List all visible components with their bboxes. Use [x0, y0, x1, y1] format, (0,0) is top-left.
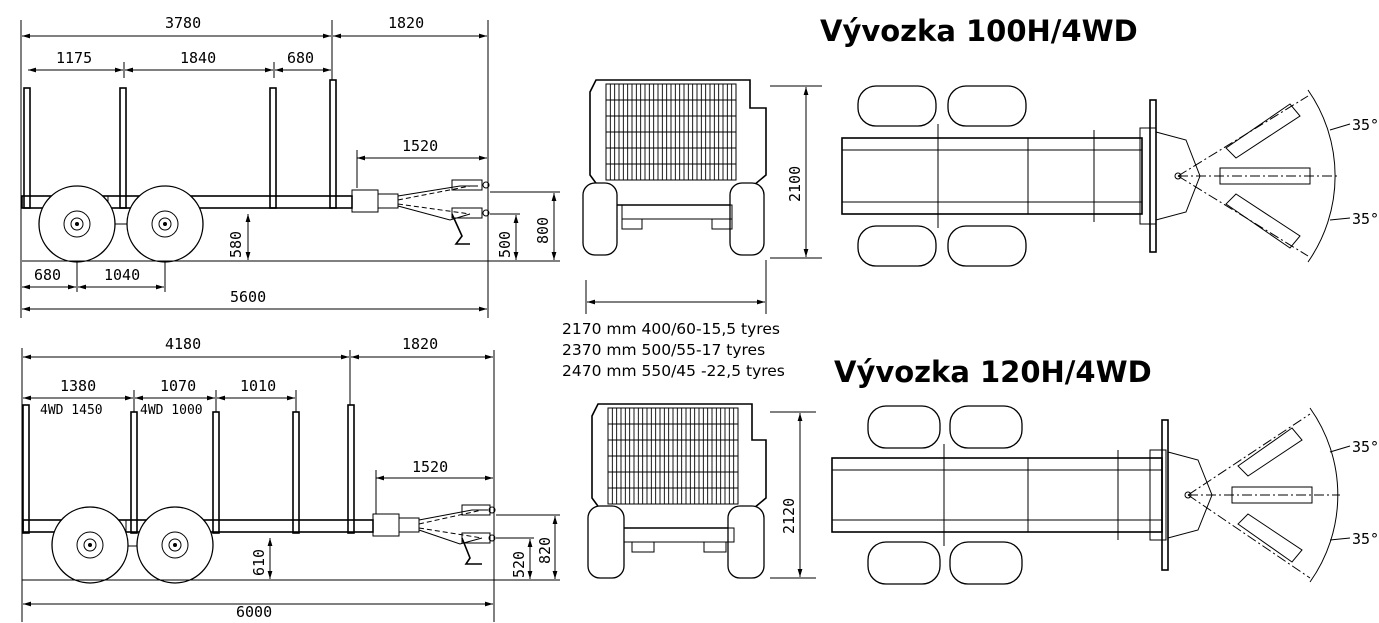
side-view-120h: 4180 1820 1380 1070 1010 4WD 1450 4WD 10… [21, 335, 560, 622]
dim-stake-gap-2: 1840 [180, 49, 216, 67]
plan-view-100h: 35° 35° [841, 85, 1379, 267]
rear-view-120h: 2120 [587, 403, 816, 579]
dim-hitch-height: 500 [496, 231, 514, 258]
dim-bed-height-120: 610 [250, 549, 268, 576]
angle-label-upper: 35° [1352, 116, 1379, 134]
crate-grille [606, 84, 736, 180]
width-line-1: 2170 mm 400/60-15,5 tyres [562, 320, 780, 338]
dim-4wd-2: 4WD 1000 [140, 403, 203, 418]
side-view-100h: 3780 1820 1175 1840 680 1520 [20, 14, 560, 318]
dim-drawbar-120: 1820 [402, 335, 438, 353]
dim-stake-gap-3-120: 1010 [240, 377, 276, 395]
angle-label-lower-120: 35° [1352, 530, 1379, 548]
dim-rear-height-120: 2120 [780, 498, 798, 534]
dim-frame-height: 800 [534, 217, 552, 244]
dim-drawbar: 1820 [388, 14, 424, 32]
dim-wheel-offset: 680 [34, 266, 61, 284]
dim-hitch-reach-120: 1520 [412, 458, 448, 476]
rear-view-100h: 2100 [582, 79, 822, 314]
title-120h: Vývozka 120H/4WD [834, 355, 1152, 389]
width-line-3: 2470 mm 550/45 -22,5 tyres [562, 362, 785, 380]
dim-hitch-height-120: 520 [510, 551, 528, 578]
dim-hitch-reach: 1520 [402, 137, 438, 155]
dim-frame-height-120: 820 [536, 537, 554, 564]
dim-overall-body-120: 4180 [165, 335, 201, 353]
dim-stake-gap-2-120: 1070 [160, 377, 196, 395]
dim-stake-gap-3: 680 [287, 49, 314, 67]
crate-grille [608, 408, 738, 504]
dim-4wd-1: 4WD 1450 [40, 403, 103, 418]
dim-bed-height: 580 [227, 231, 245, 258]
dim-stake-gap-1-120: 1380 [60, 377, 96, 395]
width-line-2: 2370 mm 500/55-17 tyres [562, 341, 765, 359]
dim-stake-gap-1: 1175 [56, 49, 92, 67]
plan-view-120h: 35° 35° [831, 405, 1379, 585]
dim-total-length: 5600 [230, 288, 266, 306]
dim-rear-height: 2100 [786, 166, 804, 202]
angle-label-upper-120: 35° [1352, 438, 1379, 456]
dim-total-length-120: 6000 [236, 603, 272, 621]
dim-axle-spacing: 1040 [104, 266, 140, 284]
angle-label-lower: 35° [1352, 210, 1379, 228]
dim-overall-body: 3780 [165, 14, 201, 32]
title-100h: Vývozka 100H/4WD [820, 14, 1138, 48]
